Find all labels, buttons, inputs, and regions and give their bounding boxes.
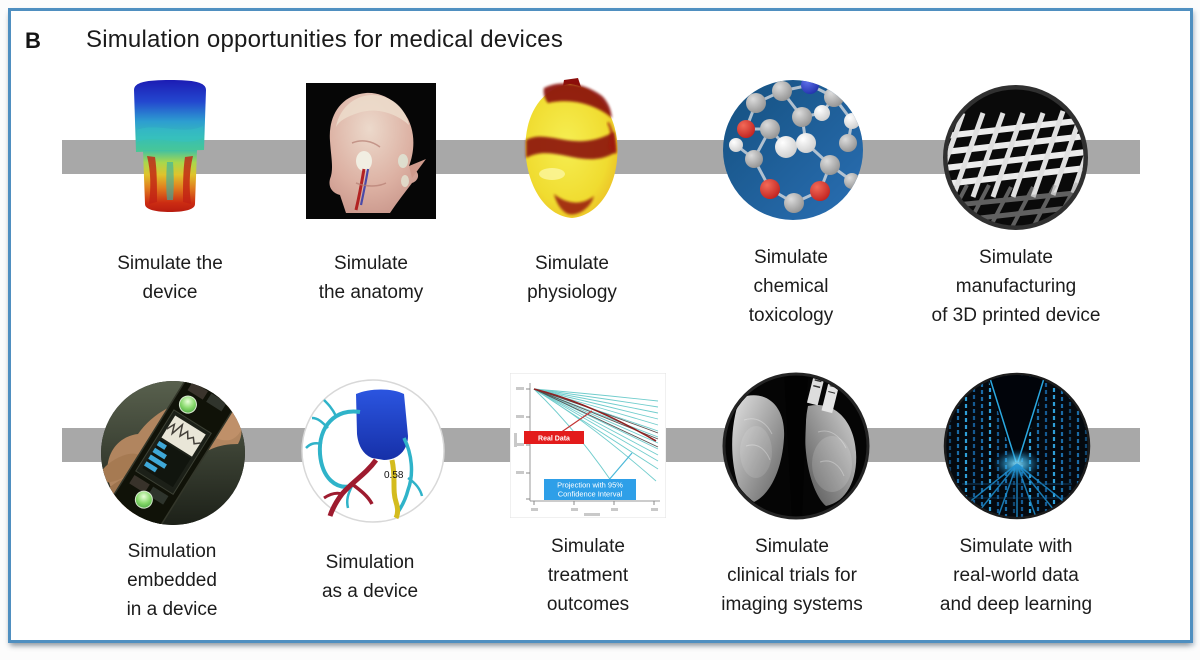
- caption-simulate-chemical: Simulate chemical toxicology: [748, 247, 834, 326]
- simulate-clinical-trials-image: [722, 372, 870, 520]
- real-data-label: Real Data: [538, 436, 570, 443]
- caption-simulation-as-device: Simulation as a device: [321, 552, 419, 602]
- simulation-embedded-image: [101, 381, 245, 525]
- projection-label-line2: Confidence Interval: [558, 490, 623, 499]
- caption-simulation-embedded: Simulation embedded in a device: [126, 541, 218, 620]
- caption-simulate-manufacturing: Simulate manufacturing of 3D printed dev…: [931, 247, 1101, 326]
- caption-simulate-device: Simulate the device: [117, 253, 223, 303]
- projection-label-line1: Projection with 95%: [557, 481, 623, 490]
- ffr-value-label: 0.58: [384, 470, 404, 481]
- simulation-as-device-image: 0.58: [301, 379, 445, 523]
- caption-real-world-data: Simulate with real-world data and deep l…: [939, 536, 1093, 615]
- simulate-physiology-image: [525, 78, 618, 218]
- simulate-anatomy-image: [306, 83, 436, 219]
- simulate-real-world-data-image: [943, 372, 1091, 520]
- simulate-treatment-outcomes-image: Real Data Projection with 95% Confidence…: [510, 373, 666, 518]
- caption-simulate-anatomy: Simulate the anatomy: [318, 253, 424, 303]
- simulate-chemical-toxicology-image: [723, 80, 863, 220]
- simulate-manufacturing-image: [943, 85, 1088, 230]
- caption-clinical-trials: Simulate clinical trials for imaging sys…: [721, 536, 863, 615]
- simulate-device-image: [134, 80, 206, 212]
- panel-label: B: [25, 28, 41, 53]
- caption-treatment-outcomes: Simulate treatment outcomes: [546, 536, 630, 615]
- caption-simulate-physiology: Simulate physiology: [527, 253, 617, 303]
- figure-title: Simulation opportunities for medical dev…: [86, 26, 564, 53]
